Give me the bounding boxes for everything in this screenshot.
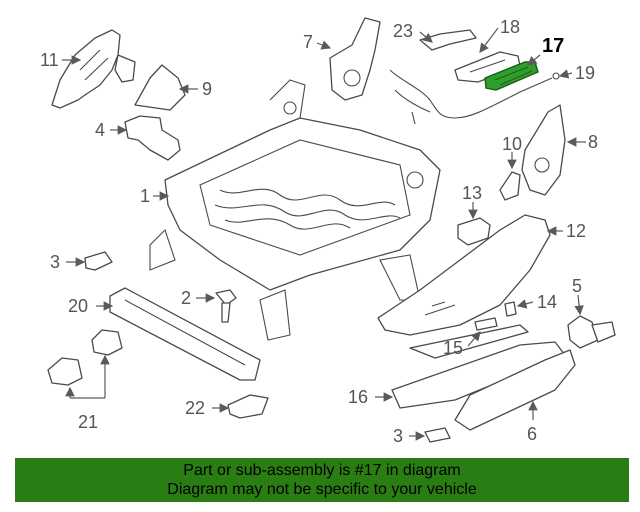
callout-22: 22 <box>185 398 205 418</box>
part-6-outer-cover <box>454 349 576 431</box>
callout-6: 6 <box>527 424 537 444</box>
part-20-rail <box>109 287 261 381</box>
part-4-bracket <box>124 115 181 161</box>
part-9-trim <box>134 64 186 111</box>
part-21-pieces <box>47 329 123 386</box>
info-banner: Part or sub-assembly is #17 in diagram D… <box>15 458 629 502</box>
callout-2: 2 <box>181 288 191 308</box>
part-7-recliner-cover <box>329 17 381 101</box>
part-2-bolt <box>215 289 237 323</box>
leader-lines <box>62 27 586 441</box>
callout-16: 16 <box>348 387 368 407</box>
part-14-clip <box>504 301 517 317</box>
part-3-cap-lower <box>424 427 451 443</box>
callout-21: 21 <box>78 412 98 432</box>
callout-8: 8 <box>588 132 598 152</box>
callout-18: 18 <box>500 17 520 37</box>
part-10-trim <box>499 171 521 201</box>
part-3-cap-upper <box>84 251 113 271</box>
part-8-recliner-cover <box>521 104 566 196</box>
callout-23: 23 <box>393 21 413 41</box>
callout-12: 12 <box>566 221 586 241</box>
part-23-clip <box>419 29 477 51</box>
part-13-knob <box>457 217 491 246</box>
callout-17: 17 <box>542 35 564 57</box>
callout-3-upper: 3 <box>50 252 60 272</box>
part-17-switch-highlighted <box>484 61 539 91</box>
callout-7: 7 <box>303 32 313 52</box>
callout-20: 20 <box>68 296 88 316</box>
part-5-endcap <box>567 315 616 349</box>
callout-4: 4 <box>95 120 105 140</box>
callout-10: 10 <box>502 134 522 154</box>
callout-3-lower: 3 <box>393 426 403 446</box>
part-22-cap <box>227 394 269 419</box>
part-11-side-shield <box>51 29 136 109</box>
part-19-wire-harness <box>389 69 560 125</box>
part-1-seat-frame <box>149 79 441 341</box>
callout-1: 1 <box>140 186 150 206</box>
callout-9: 9 <box>202 79 212 99</box>
callout-15: 15 <box>443 338 463 358</box>
callout-5: 5 <box>572 276 582 296</box>
banner-line-1: Part or sub-assembly is #17 in diagram <box>183 462 461 479</box>
callout-14: 14 <box>537 292 557 312</box>
banner-line-2: Diagram may not be specific to your vehi… <box>167 481 477 498</box>
callout-13: 13 <box>462 183 482 203</box>
callout-11: 11 <box>40 50 59 70</box>
seat-parts-diagram: 11 9 4 7 23 18 17 19 1 8 10 13 12 3 20 2… <box>40 17 616 446</box>
callout-labels: 11 9 4 7 23 18 17 19 1 8 10 13 12 3 20 2… <box>40 17 598 446</box>
part-15-rail <box>409 317 529 359</box>
callout-19: 19 <box>575 63 595 83</box>
